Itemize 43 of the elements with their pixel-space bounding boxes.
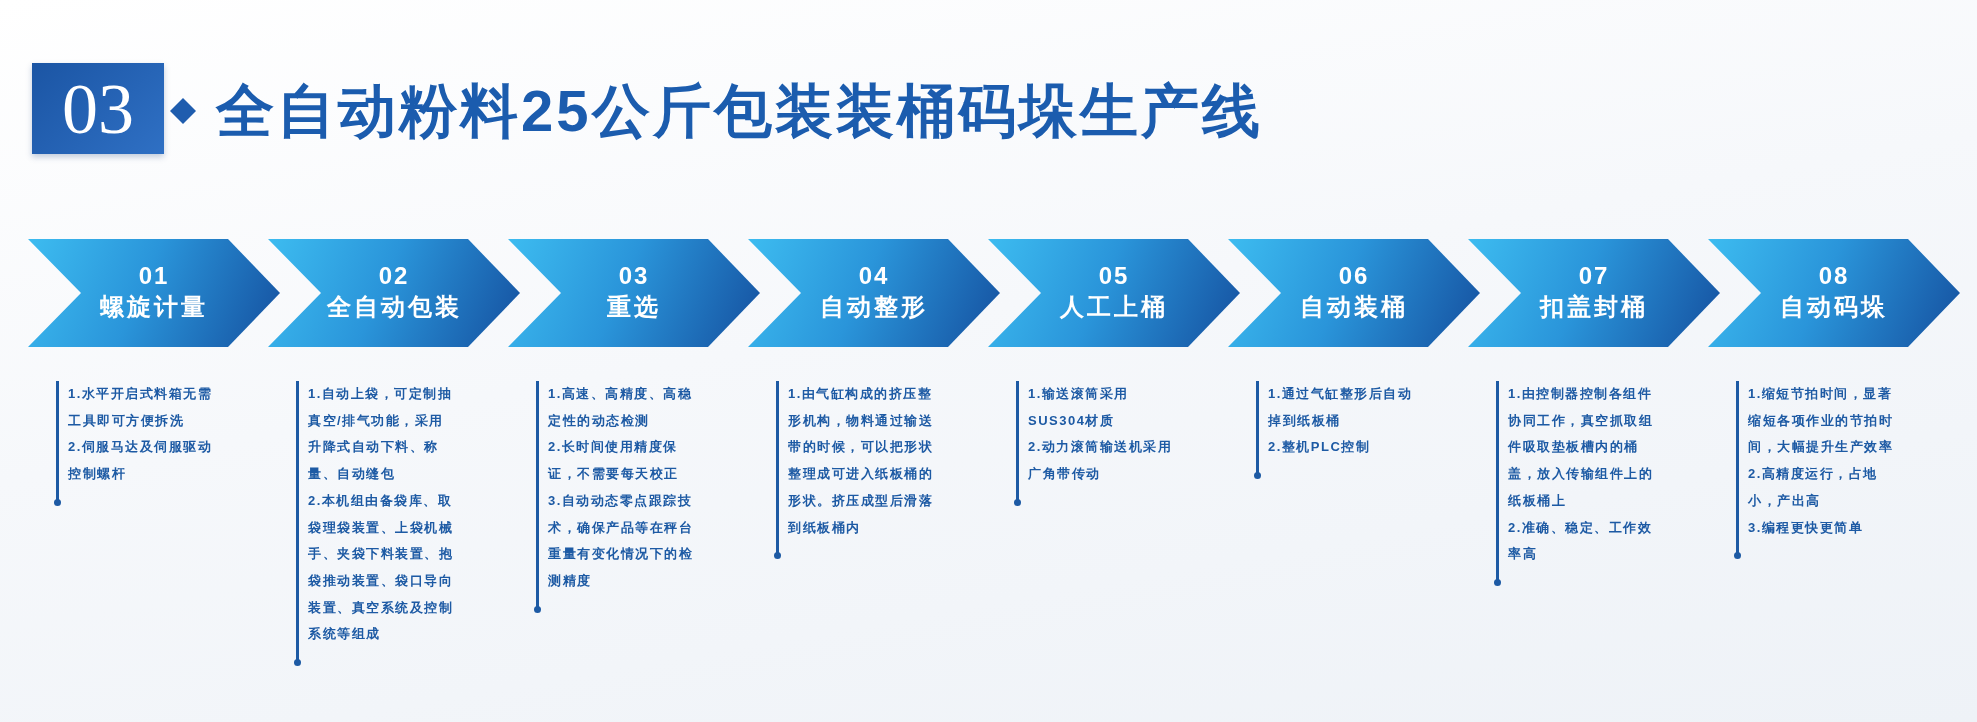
arrow [1668,239,1720,347]
description-text: 2.伺服马达及伺服驱动控制螺杆 [68,438,214,484]
step-title: 重选 [607,292,661,322]
step-title: 自动码垛 [1780,292,1888,322]
description-text: 1.缩短节拍时间，显著缩短各项作业的节拍时间，大幅提升生产效率 [1748,385,1894,457]
description-text: 1.高速、高精度、高稳定性的动态检测 [548,385,694,430]
step-title: 自动装桶 [1300,292,1408,322]
arrow [468,239,520,347]
description-text: 1.由控制器控制各组件协同工作，真空抓取组件吸取垫板槽内的桶盖，放入传输组件上的纸板桶上 [1508,385,1654,510]
description-text: 2.长时间使用精度保证，不需要每天校正 [548,438,680,484]
arrow [1188,239,1240,347]
step-title: 扣盖封桶 [1540,292,1648,322]
description-text: 1.通过气缸整形后自动掉到纸板桶 [1268,385,1414,430]
description-text: 2.准确、稳定、工作效率高 [1508,518,1654,564]
step-number: 08 [1818,261,1850,291]
step-title: 全自动包装 [326,292,462,322]
description-text: 1.自动上袋，可定制抽真空/排气功能，采用升降式自动下料、称量、自动缝包 [308,385,454,484]
description-text: 2.动力滚筒输送机采用广角带传动 [1028,438,1174,484]
step-number: 05 [1098,261,1130,291]
arrow [228,239,280,347]
step-number: 01 [138,261,170,291]
description-text: 2.本机组由备袋库、取袋理袋装置、上袋机械手、夹袋下料装置、抱袋推动装置、袋口导向装置、真空系统及控制系统等组成 [308,491,454,644]
step-number: 07 [1578,261,1610,291]
arrow [708,239,760,347]
arrow [1428,239,1480,347]
description-text: 1.输送滚筒采用SUS304材质 [1028,385,1130,430]
description-text: 2.高精度运行，占地小，产出高 [1748,465,1879,510]
description-text: 2.整机PLC控制 [1268,438,1372,457]
description-text: 1.水平开启式料箱无需工具即可方便拆洗 [68,385,214,430]
description-text: 1.由气缸构成的挤压整形机构，物料通过输送带的时候，可以把形状整理成可进入纸板桶的形状。挤压成型后滑落到纸板桶内 [788,385,934,537]
step-number: 02 [378,261,410,291]
step-title: 人工上桶 [1060,292,1168,322]
step-number: 03 [618,261,650,291]
page-title: 全自动粉料25公斤包装装桶码垛生产线 [216,77,1263,145]
description-text: 3.自动动态零点跟踪技术，确保产品等在秤台重量有变化情况下的检测精度 [548,491,694,590]
description-text: 3.编程更快更简单 [1748,518,1865,537]
step-title: 螺旋计量 [100,292,208,322]
section-badge [32,63,164,154]
step-number: 04 [858,261,890,291]
section-number: 03 [62,68,134,149]
arrow [948,239,1000,347]
step-number: 06 [1338,261,1370,291]
step-title: 自动整形 [820,292,928,322]
